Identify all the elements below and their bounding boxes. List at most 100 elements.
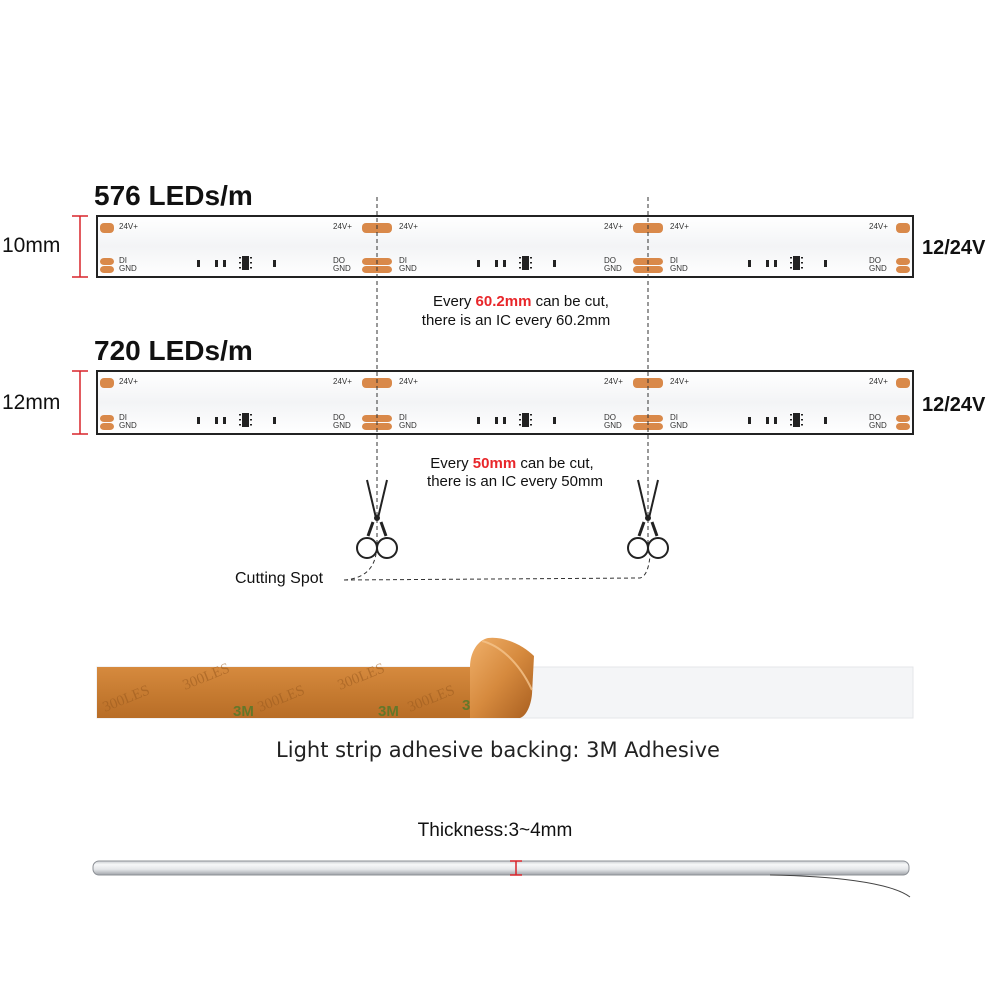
pad-label-gnd: GND <box>869 421 887 430</box>
pad-label-24v: 24V+ <box>119 377 138 386</box>
ic-chip <box>793 256 800 270</box>
capacitor <box>215 260 218 267</box>
capacitor <box>223 417 226 424</box>
pad-label-gnd: GND <box>604 421 622 430</box>
pad-label-24v: 24V+ <box>869 377 888 386</box>
pad-label-24v: 24V+ <box>670 222 689 231</box>
capacitor <box>774 417 777 424</box>
pad-label-gnd: GND <box>670 421 688 430</box>
solder-pad <box>896 266 910 273</box>
pad-label-do: DO <box>869 413 881 422</box>
scissors-icon <box>356 479 398 559</box>
backing-print-brand: 3M <box>233 703 254 720</box>
capacitor <box>495 260 498 267</box>
resistor <box>748 417 751 424</box>
cut-note-720-line2: there is an IC every 50mm <box>427 473 603 490</box>
pad-label-do: DO <box>604 256 616 265</box>
width-label-10mm: 10mm <box>2 234 60 257</box>
pad-label-do: DO <box>604 413 616 422</box>
pad-label-gnd: GND <box>333 264 351 273</box>
voltage-label-strip-576: 12/24V <box>922 237 986 259</box>
pad-label-di: DI <box>670 256 678 265</box>
solder-pad <box>100 223 114 233</box>
resistor <box>748 260 751 267</box>
solder-pad <box>362 415 392 422</box>
capacitor <box>766 260 769 267</box>
backing-print-brand: 3M <box>378 703 399 720</box>
capacitor <box>766 417 769 424</box>
cut-lines <box>343 197 651 581</box>
capacitor <box>503 260 506 267</box>
solder-pad <box>362 423 392 430</box>
pad-label-di: DI <box>399 256 407 265</box>
ic-chip <box>242 413 249 427</box>
solder-pad <box>896 223 910 233</box>
pad-label-24v: 24V+ <box>604 222 623 231</box>
pad-label-gnd: GND <box>333 421 351 430</box>
strip-side-profile <box>92 860 911 898</box>
pad-label-gnd: GND <box>119 421 137 430</box>
pad-label-di: DI <box>399 413 407 422</box>
adhesive-backing: 300LES300LES300LES300LES300LES3M3M3M <box>96 637 914 720</box>
solder-pad <box>100 378 114 388</box>
strip-720: 720 LEDs/m 24V+DIGND24V+DOGND24V+DIGND24… <box>2 335 986 490</box>
scissors-icon <box>627 479 669 559</box>
solder-pad <box>896 258 910 265</box>
cut-note-576-line1: Every 60.2mm can be cut, <box>433 293 609 310</box>
thickness-dimension <box>510 860 522 876</box>
pad-label-gnd: GND <box>869 264 887 273</box>
solder-pad <box>633 415 663 422</box>
pad-label-24v: 24V+ <box>869 222 888 231</box>
resistor <box>273 260 276 267</box>
pad-label-24v: 24V+ <box>399 222 418 231</box>
solder-pad <box>896 415 910 422</box>
pad-label-gnd: GND <box>604 264 622 273</box>
pad-label-24v: 24V+ <box>399 377 418 386</box>
cut-note-576-line2: there is an IC every 60.2mm <box>422 312 610 329</box>
capacitor <box>774 260 777 267</box>
pad-label-di: DI <box>670 413 678 422</box>
pad-label-di: DI <box>119 256 127 265</box>
strip-576-segments: 24V+DIGND24V+DOGND24V+DIGND24V+DOGND24V+… <box>100 222 910 273</box>
width-dimension-10mm <box>72 215 88 278</box>
pad-label-di: DI <box>119 413 127 422</box>
pad-label-24v: 24V+ <box>333 222 352 231</box>
width-label-12mm: 12mm <box>2 391 60 414</box>
resistor <box>197 260 200 267</box>
pad-label-24v: 24V+ <box>119 222 138 231</box>
resistor <box>824 260 827 267</box>
capacitor <box>223 260 226 267</box>
pad-label-gnd: GND <box>399 264 417 273</box>
voltage-label-strip-720: 12/24V <box>922 394 986 416</box>
strip-720-title: 720 LEDs/m <box>94 335 253 366</box>
solder-pad <box>896 378 910 388</box>
resistor <box>197 417 200 424</box>
thickness-label: Thickness:3~4mm <box>418 820 573 841</box>
pad-label-gnd: GND <box>119 264 137 273</box>
solder-pad <box>100 266 114 273</box>
cut-note-720-line1: Every 50mm can be cut, <box>430 455 593 472</box>
pad-label-24v: 24V+ <box>333 377 352 386</box>
pad-label-gnd: GND <box>399 421 417 430</box>
resistor <box>477 417 480 424</box>
resistor <box>553 260 556 267</box>
pad-label-24v: 24V+ <box>604 377 623 386</box>
solder-pad <box>896 423 910 430</box>
pad-label-24v: 24V+ <box>670 377 689 386</box>
solder-pad <box>100 415 114 422</box>
pad-label-do: DO <box>333 413 345 422</box>
ic-chip <box>522 413 529 427</box>
capacitor <box>495 417 498 424</box>
pad-label-do: DO <box>333 256 345 265</box>
adhesive-caption: Light strip adhesive backing: 3M Adhesiv… <box>276 738 720 762</box>
capacitor <box>503 417 506 424</box>
cutting-spot-label: Cutting Spot <box>235 570 324 587</box>
strip-576: 576 LEDs/m 24V+DIGND24V+DOGND24V+DIGND24… <box>2 180 986 329</box>
width-dimension-12mm <box>72 370 88 435</box>
pad-label-do: DO <box>869 256 881 265</box>
strip-576-title: 576 LEDs/m <box>94 180 253 211</box>
resistor <box>553 417 556 424</box>
ic-chip <box>522 256 529 270</box>
backing-film <box>97 667 470 718</box>
